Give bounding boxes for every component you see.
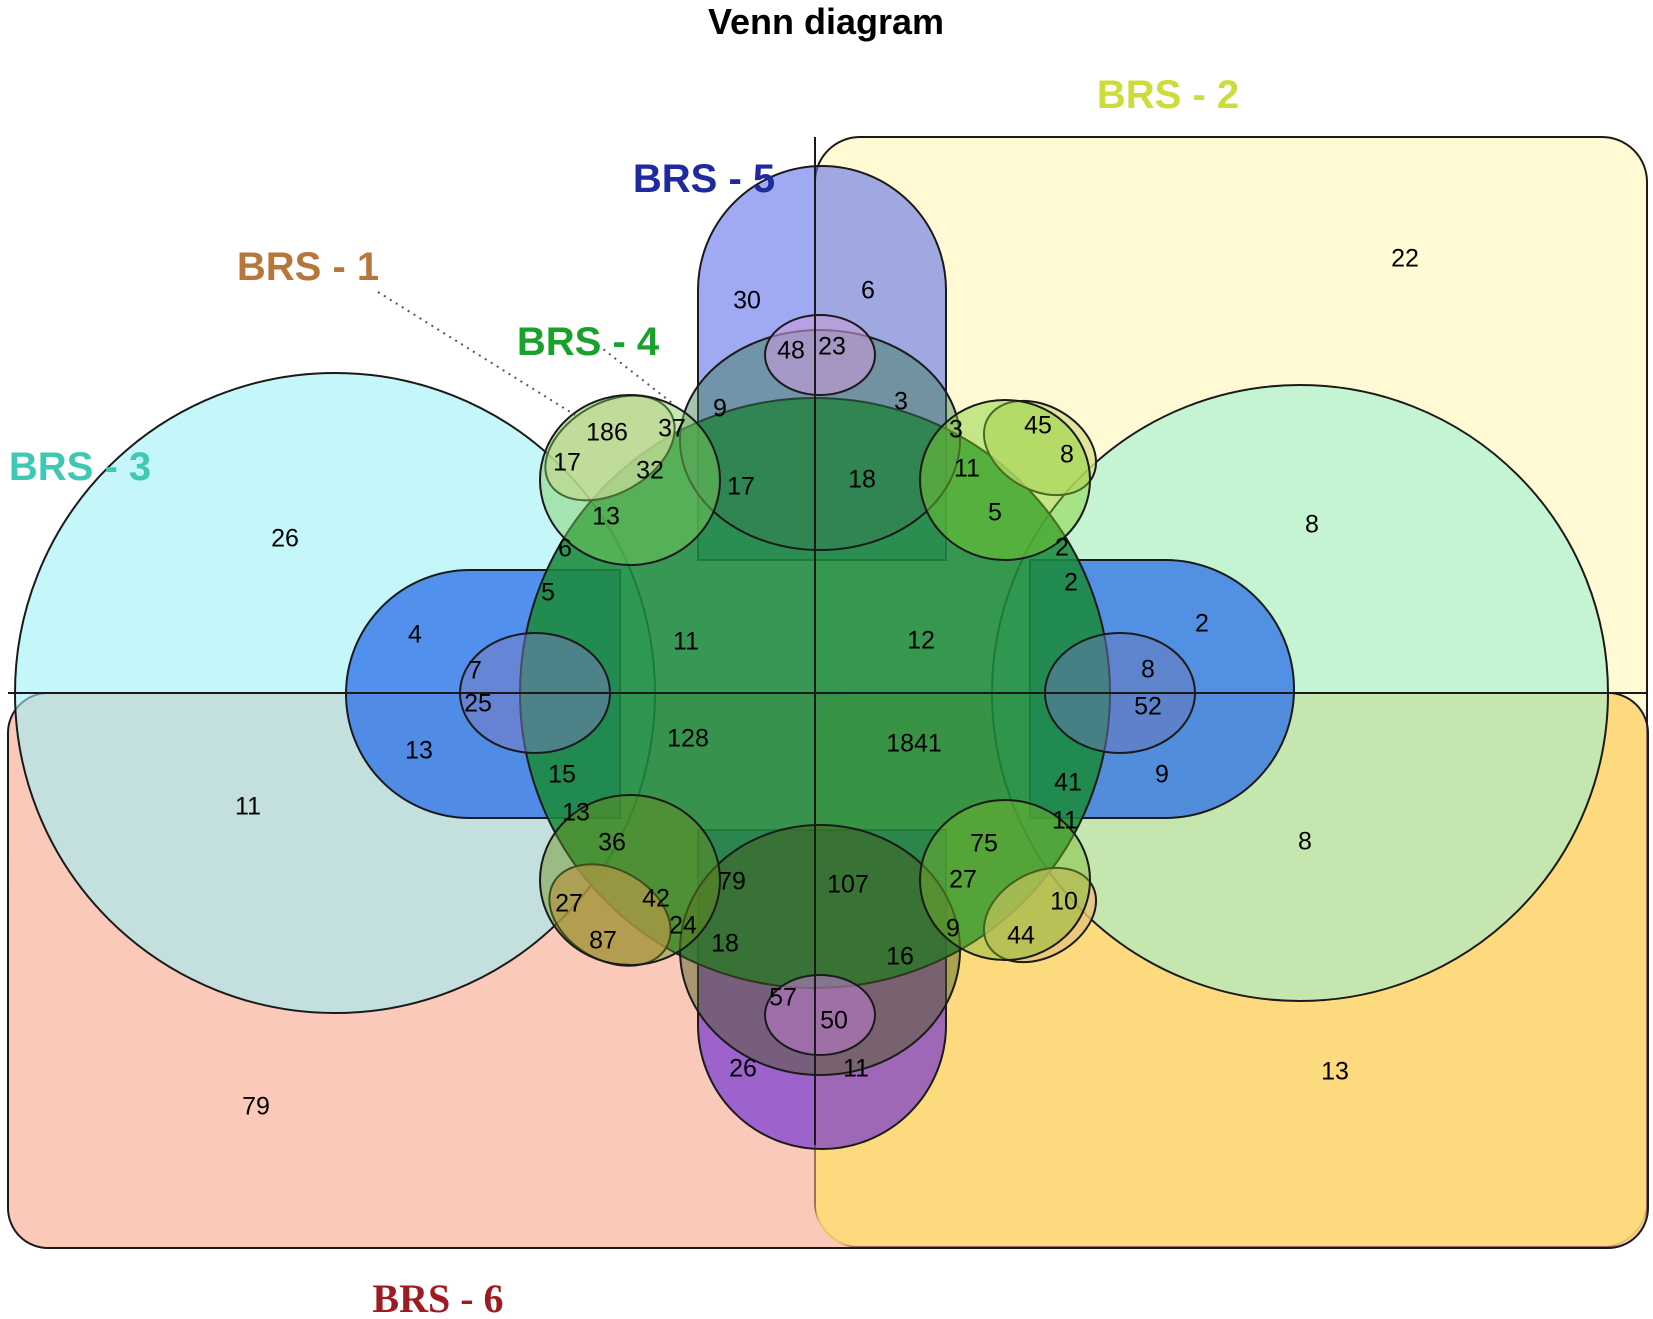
region-count: 11 <box>954 455 980 483</box>
region-count: 27 <box>555 890 583 918</box>
region-count: 30 <box>733 287 761 315</box>
region-count: 11 <box>843 1055 869 1083</box>
set-label-brs5: BRS - 5 <box>633 157 775 201</box>
region-count: 11 <box>1052 807 1078 835</box>
set-label-brs6: BRS - 6 <box>372 1276 503 1319</box>
region-count: 107 <box>827 871 869 899</box>
region-count: 37 <box>658 415 686 443</box>
region-count: 18 <box>711 930 739 958</box>
region-count: 13 <box>405 737 433 765</box>
region-count: 2 <box>1195 610 1209 638</box>
region-count: 13 <box>1321 1058 1349 1086</box>
inner-right-top-bulge <box>919 399 1091 561</box>
region-count: 1841 <box>886 730 942 758</box>
region-count: 52 <box>1134 693 1162 721</box>
region-count: 6 <box>558 535 572 563</box>
region-count: 3 <box>949 416 963 444</box>
region-count: 87 <box>589 927 617 955</box>
region-count: 2 <box>1055 534 1069 562</box>
region-count: 26 <box>729 1055 757 1083</box>
region-count: 8 <box>1305 511 1319 539</box>
diagram-title: Venn diagram <box>708 1 944 42</box>
region-count: 36 <box>598 829 626 857</box>
region-count: 11 <box>673 628 699 656</box>
region-count: 17 <box>553 449 581 477</box>
region-count: 79 <box>242 1093 270 1121</box>
region-count: 24 <box>669 912 697 940</box>
set-brs1-petal-topleft <box>544 394 676 502</box>
set-brs1-petal-topright <box>982 399 1098 497</box>
region-counts: 22 26 8 8 11 79 13 30 6 48 23 3 3 45 8 1… <box>235 245 1419 1121</box>
region-count: 5 <box>988 499 1002 527</box>
region-count: 26 <box>271 525 299 553</box>
set-label-brs1: BRS - 1 <box>237 245 379 289</box>
region-count: 9 <box>1155 761 1169 789</box>
region-count: 6 <box>861 277 875 305</box>
set-label-brs3: BRS - 3 <box>9 445 151 489</box>
region-count: 75 <box>970 830 998 858</box>
region-count: 11 <box>235 793 261 821</box>
inner-right-bottom-bulge <box>919 799 1091 961</box>
region-count: 25 <box>464 690 492 718</box>
region-count: 8 <box>1141 656 1155 684</box>
region-count: 42 <box>642 885 670 913</box>
region-count: 8 <box>1060 441 1074 469</box>
region-count: 9 <box>946 915 960 943</box>
brs4-leader-line <box>597 344 673 404</box>
region-count: 186 <box>586 419 628 447</box>
region-count: 4 <box>408 621 422 649</box>
region-count: 2 <box>1064 569 1078 597</box>
region-count: 13 <box>562 799 590 827</box>
region-count: 9 <box>713 395 727 423</box>
set-brs1-petal-bottomright <box>982 866 1098 964</box>
region-count: 3 <box>894 388 908 416</box>
inner-left-top-bulge <box>539 394 721 566</box>
region-count: 17 <box>727 473 755 501</box>
region-count: 27 <box>949 866 977 894</box>
region-count: 50 <box>820 1007 848 1035</box>
region-count: 41 <box>1054 769 1082 797</box>
region-count: 5 <box>541 579 555 607</box>
region-count: 22 <box>1391 245 1419 273</box>
region-count: 57 <box>769 984 797 1012</box>
region-count: 45 <box>1024 412 1052 440</box>
region-count: 18 <box>848 466 876 494</box>
region-count: 13 <box>592 503 620 531</box>
region-count: 16 <box>886 943 914 971</box>
region-count: 32 <box>636 457 664 485</box>
region-count: 44 <box>1007 922 1035 950</box>
set-label-brs4: BRS - 4 <box>517 320 660 364</box>
region-count: 23 <box>818 333 846 361</box>
region-count: 128 <box>667 725 709 753</box>
inner-top-small <box>764 314 876 396</box>
region-count: 48 <box>777 337 805 365</box>
region-count: 12 <box>907 627 935 655</box>
region-count: 7 <box>468 657 482 685</box>
inner-left-bottom-bulge <box>539 794 721 966</box>
region-count: 15 <box>548 761 576 789</box>
region-count: 79 <box>718 868 746 896</box>
inner-bottom-small <box>764 974 876 1056</box>
region-count: 8 <box>1298 828 1312 856</box>
region-count: 10 <box>1050 888 1078 916</box>
set-label-brs2: BRS - 2 <box>1097 73 1239 117</box>
